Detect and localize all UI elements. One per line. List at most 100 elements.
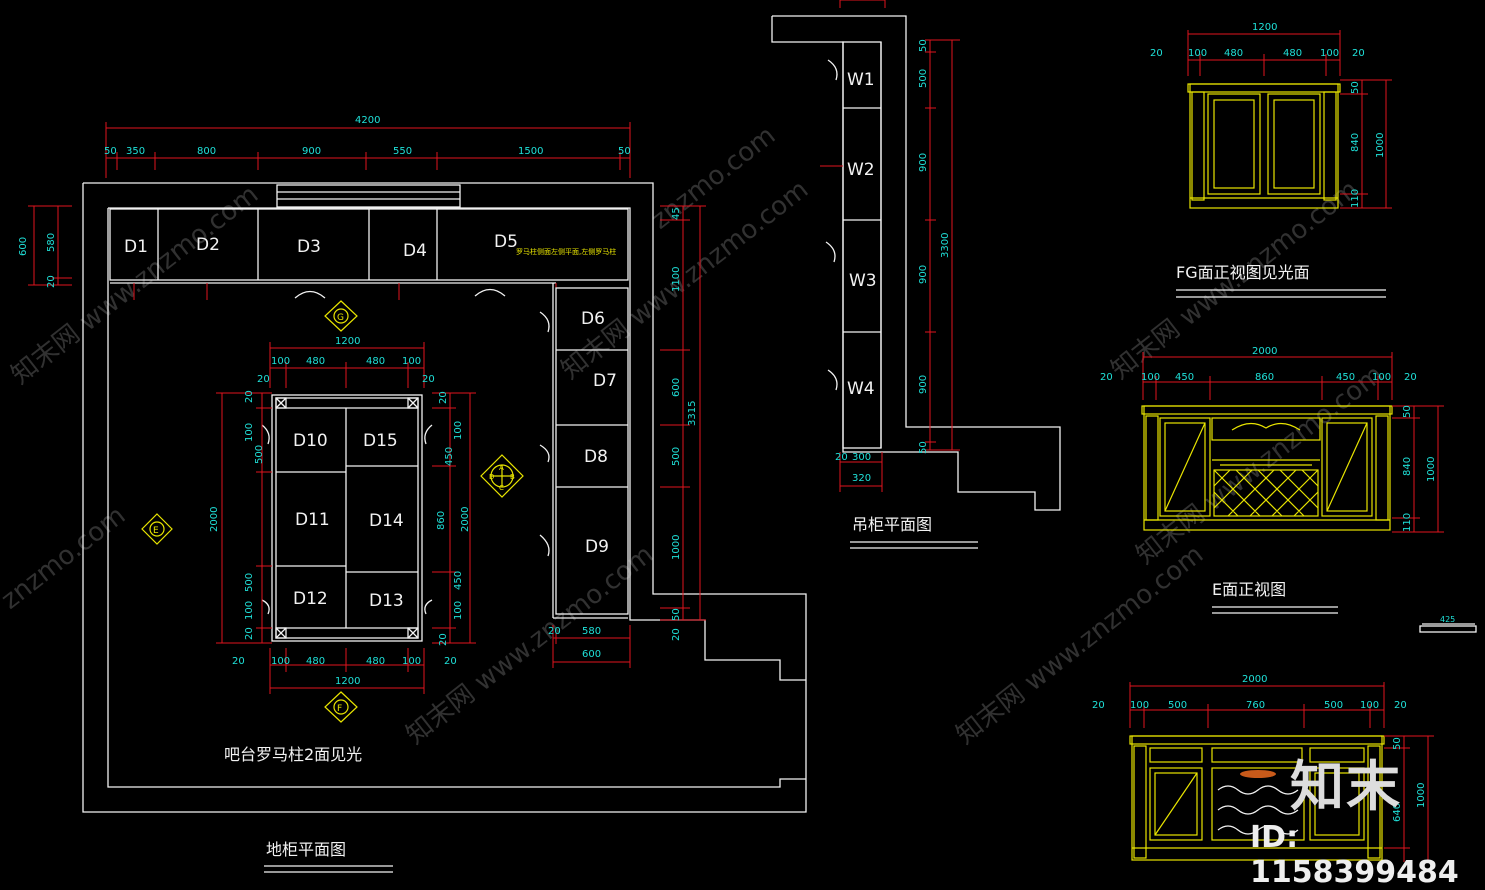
svg-text:100: 100	[244, 601, 255, 620]
cabinet-label-d3: D3	[297, 237, 321, 257]
svg-text:500: 500	[671, 447, 682, 466]
svg-text:1200: 1200	[1252, 22, 1277, 33]
room-inner-wall-left	[107, 208, 806, 788]
floor-cabinet-plan: D1 D2 D3 D4 D5 罗马柱侧面左侧平面,左侧罗马柱 D6 D7 D8 …	[18, 115, 807, 873]
watermark-layer: 知末网 www.znzmo.com znzmo.com 知末网 www.znzm…	[0, 121, 1389, 751]
svg-text:900: 900	[918, 265, 929, 284]
svg-text:450: 450	[1336, 372, 1355, 383]
svg-text:50: 50	[1392, 737, 1403, 750]
elevation-marker-e: E	[141, 513, 173, 545]
svg-text:900: 900	[918, 153, 929, 172]
svg-text:20: 20	[257, 374, 270, 385]
top-dimensions: 4200 50 350 800 900 550 1500 50	[104, 115, 631, 178]
svg-text:2000: 2000	[1242, 674, 1267, 685]
svg-text:110: 110	[1350, 189, 1361, 208]
svg-text:900: 900	[302, 146, 321, 157]
svg-text:425: 425	[1440, 615, 1455, 624]
svg-text:20: 20	[1100, 372, 1113, 383]
svg-text:20: 20	[438, 391, 449, 404]
cabinet-label-d15: D15	[363, 431, 398, 451]
cabinet-label-d11: D11	[295, 510, 330, 530]
cabinet-label-d5: D5	[494, 232, 518, 252]
svg-text:840: 840	[1402, 457, 1413, 476]
svg-text:480: 480	[366, 656, 385, 667]
cabinet-label-d9: D9	[585, 537, 609, 557]
svg-text:50: 50	[618, 146, 631, 157]
svg-text:480: 480	[306, 356, 325, 367]
svg-text:100: 100	[1360, 700, 1379, 711]
svg-text:100: 100	[1372, 372, 1391, 383]
svg-text:A: A	[499, 464, 504, 472]
svg-text:100: 100	[453, 601, 464, 620]
floor-plan-title: 地柜平面图	[266, 840, 346, 859]
elevation-marker-g: G	[324, 300, 358, 332]
svg-text:110: 110	[1402, 513, 1413, 532]
island-bottom-dimensions: 100 480 480 100 1200 20 20	[232, 648, 457, 694]
svg-text:2000: 2000	[460, 507, 471, 532]
svg-text:860: 860	[1255, 372, 1274, 383]
svg-text:480: 480	[1283, 48, 1302, 59]
cabinet-label-d10: D10	[293, 431, 328, 451]
svg-text:900: 900	[918, 375, 929, 394]
svg-text:4200: 4200	[355, 115, 380, 126]
svg-text:20: 20	[438, 633, 449, 646]
svg-text:600: 600	[671, 378, 682, 397]
right-cabinet-column	[555, 287, 629, 615]
cabinet-label-d1: D1	[124, 237, 148, 257]
cabinet-label-d4: D4	[403, 241, 427, 261]
svg-text:D: D	[489, 473, 494, 481]
svg-text:580: 580	[46, 233, 57, 252]
svg-text:500: 500	[1168, 700, 1187, 711]
elevation-marker-f: F	[324, 691, 358, 723]
svg-text:50: 50	[918, 39, 929, 52]
svg-text:480: 480	[1224, 48, 1243, 59]
e-elevation: 2000 20 100 450 860 450 100 20 50 840 11…	[1100, 346, 1477, 633]
cabinet-label-w1: W1	[847, 70, 875, 90]
svg-text:50: 50	[1402, 405, 1413, 418]
svg-text:860: 860	[436, 511, 447, 530]
svg-text:2000: 2000	[1252, 346, 1277, 357]
svg-text:1000: 1000	[1375, 133, 1386, 158]
svg-text:20: 20	[1150, 48, 1163, 59]
svg-text:640: 640	[1392, 803, 1403, 822]
fg-elevation: 1200 20 100 480 480 100 20 50 840 110 10…	[1150, 22, 1392, 298]
svg-text:1000: 1000	[1426, 457, 1437, 482]
svg-text:100: 100	[1320, 48, 1339, 59]
svg-text:100: 100	[1141, 372, 1160, 383]
svg-text:50: 50	[104, 146, 117, 157]
watermark: znzmo.com	[0, 501, 131, 616]
svg-text:50: 50	[1350, 81, 1361, 94]
cabinet-label-d13: D13	[369, 591, 404, 611]
svg-text:500: 500	[1324, 700, 1343, 711]
svg-text:100: 100	[244, 423, 255, 442]
svg-text:760: 760	[1246, 700, 1265, 711]
svg-text:20: 20	[1352, 48, 1365, 59]
wall-outline	[771, 15, 1061, 511]
cabinet-label-d14: D14	[369, 511, 404, 531]
svg-text:1200: 1200	[335, 676, 360, 687]
svg-text:450: 450	[1175, 372, 1194, 383]
island-right-dimensions: 20 100 450 860 450 100 20 2000	[432, 391, 476, 646]
image-id-label: ID: 1158399484	[1250, 820, 1459, 890]
svg-text:20: 20	[46, 275, 57, 288]
svg-text:500: 500	[254, 445, 265, 464]
svg-text:C: C	[499, 484, 504, 492]
svg-text:350: 350	[126, 146, 145, 157]
svg-text:450: 450	[453, 571, 464, 590]
cabinet-label-d7: D7	[593, 371, 617, 391]
e-view-title: E面正视图	[1212, 580, 1286, 599]
island-counter: D10 D11 D12 D13 D14 D15	[261, 394, 433, 642]
cabinet-label-d2: D2	[196, 235, 220, 255]
svg-text:20: 20	[548, 626, 561, 637]
svg-text:550: 550	[393, 146, 412, 157]
bar-note: 吧台罗马柱2面见光	[224, 745, 362, 764]
svg-text:F: F	[337, 704, 342, 714]
svg-text:20: 20	[671, 628, 682, 641]
cabinet-label-w2: W2	[847, 160, 875, 180]
cabinet-label-d6: D6	[581, 309, 605, 329]
svg-text:20: 20	[422, 374, 435, 385]
svg-text:E: E	[153, 526, 159, 536]
cabinet-label-d8: D8	[584, 447, 608, 467]
svg-text:580: 580	[582, 626, 601, 637]
